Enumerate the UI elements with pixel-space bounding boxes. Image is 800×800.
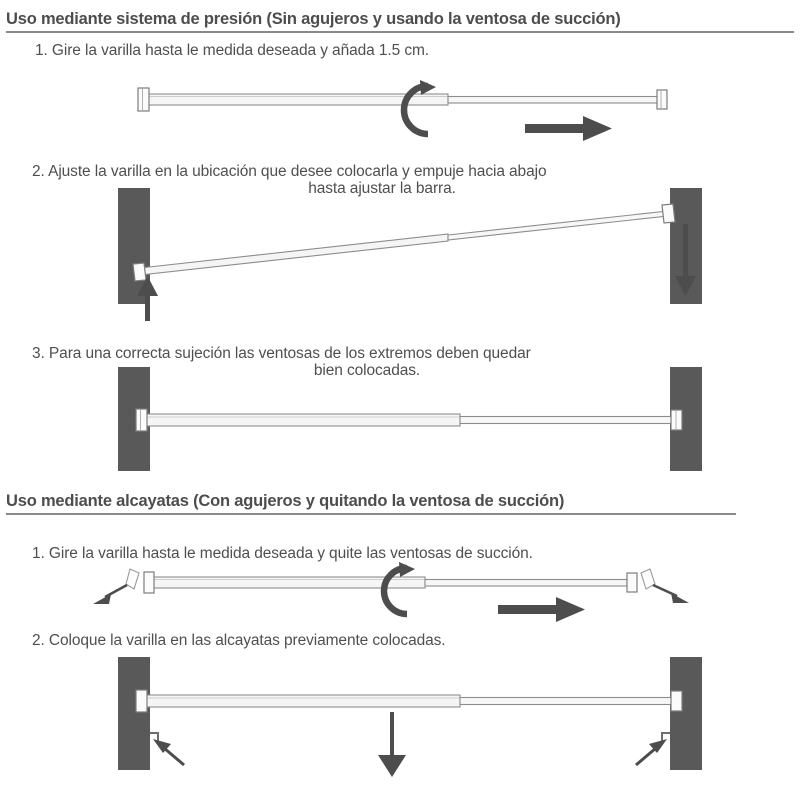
rod-thin-tube: [459, 696, 673, 706]
section-heading-hook-system: Uso mediante alcayatas (Con agujeros y q…: [6, 492, 736, 516]
detach-arrow-right: [652, 583, 689, 603]
suction-cup-left: [137, 87, 150, 112]
wall-hook-right: [661, 732, 670, 741]
rod-end-collar-right: [670, 690, 683, 712]
circular-rotation-arrow: [400, 80, 436, 138]
extend-right-arrow: [498, 597, 585, 622]
wall-hook-left: [150, 732, 159, 741]
rod-thin-tube: [459, 415, 674, 425]
diagram-level-rod-between-walls: [100, 365, 720, 475]
step-text-1-3-line1: 3. Para una correcta sujeción las ventos…: [32, 345, 531, 362]
rod-end-collar-right: [626, 572, 638, 593]
diagram-tilted-rod-between-walls: [100, 186, 720, 321]
hook-pointer-arrow-right: [635, 739, 667, 767]
suction-cup-left: [135, 408, 148, 432]
rod-thin-tube: [447, 95, 659, 104]
suction-cup-right: [656, 89, 668, 110]
rod-tilted: [139, 210, 669, 276]
rod-thin-tube: [424, 578, 628, 587]
step-text-1-2-line1: 2. Ajuste la varilla en la ubicación que…: [32, 163, 547, 180]
hook-pointer-arrow-left: [153, 739, 185, 767]
step-text-1-3-line2: bien colocadas.: [313, 362, 421, 379]
wall-panel-right: [670, 657, 702, 770]
rod-end-collar-left: [135, 689, 148, 713]
rod-end-collar-left: [143, 571, 155, 594]
circular-rotation-arrow: [380, 562, 415, 618]
rod-thick-tube: [144, 694, 461, 708]
rod-thick-tube: [144, 413, 461, 427]
push-down-arrow: [378, 712, 406, 777]
suction-cup-left: [132, 262, 147, 282]
wall-panel-left: [118, 657, 150, 770]
detached-suction-cup-left: [125, 568, 140, 590]
step-text-2-2: 2. Coloque la varilla en las alcayatas p…: [32, 632, 446, 649]
diagram-rod-rotation-extend: [120, 78, 680, 150]
extend-right-arrow: [525, 116, 612, 141]
diagram-rod-cups-removed: [85, 562, 715, 628]
suction-cup-right: [670, 409, 683, 431]
detached-suction-cup-right: [640, 568, 656, 590]
push-down-arrow: [675, 224, 696, 296]
step-text-1-1: 1. Gire la varilla hasta le medida desea…: [35, 42, 429, 59]
push-up-arrow: [137, 276, 158, 321]
step-text-2-1: 1. Gire la varilla hasta le medida desea…: [32, 545, 533, 562]
section-heading-pressure-system: Uso mediante sistema de presión (Sin agu…: [6, 10, 794, 34]
step-text-1-2-line2: hasta ajustar la barra.: [308, 180, 456, 197]
detach-arrow-left: [93, 583, 128, 604]
diagram-rod-on-hooks: [100, 655, 720, 800]
suction-cup-right: [661, 203, 676, 224]
